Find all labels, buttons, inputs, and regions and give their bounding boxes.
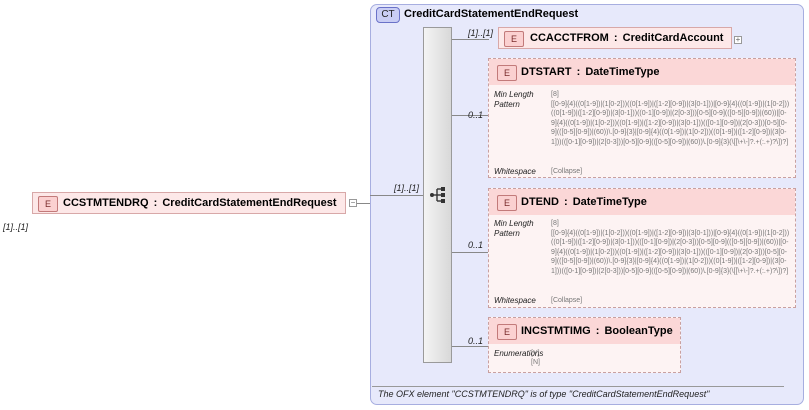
footer-divider	[372, 386, 784, 387]
dtstart-separator: :	[576, 66, 581, 78]
facet-value: [8]	[551, 91, 559, 98]
facet-label: Min Length	[494, 90, 534, 99]
facet-value: [N]	[531, 359, 540, 366]
facet-label: Pattern	[494, 229, 520, 238]
dtend-name: DTEND	[521, 196, 559, 208]
dtend-element-box[interactable]: E DTEND : DateTimeType Min Length [8] Pa…	[488, 188, 796, 308]
connector-line	[370, 195, 423, 196]
type-description: The OFX element "CCSTMTENDRQ" is of type…	[378, 389, 710, 399]
ccacctfrom-title: CCACCTFROM : CreditCardAccount	[530, 31, 723, 45]
facet-label: Enumerations	[494, 349, 544, 358]
ccacctfrom-element-box[interactable]: E CCACCTFROM : CreditCardAccount	[498, 27, 732, 49]
complex-type-badge: CT	[376, 7, 400, 23]
connector-line	[452, 346, 488, 347]
dtstart-type: DateTimeType	[585, 66, 660, 78]
facet-value: [8]	[551, 220, 559, 227]
dtstart-header	[489, 59, 795, 85]
incstmtimg-badge: E	[497, 324, 517, 340]
incstmtimg-type: BooleanType	[604, 325, 673, 337]
dtstart-name: DTSTART	[521, 66, 572, 78]
complex-type-name: CreditCardStatementEndRequest	[404, 8, 579, 20]
dtend-occurrence: 0..1	[468, 240, 484, 250]
facet-label: Pattern	[494, 100, 520, 109]
facet-value: [Collapse]	[551, 168, 583, 175]
incstmtimg-name: INCSTMTIMG	[521, 325, 591, 337]
ccacctfrom-separator: :	[613, 32, 618, 44]
connector-line	[452, 39, 489, 40]
dtstart-title: DTSTART : DateTimeType	[521, 65, 660, 79]
facet-label: Min Length	[494, 219, 534, 228]
incstmtimg-occurrence: 0..1	[468, 336, 484, 346]
root-element-type: CreditCardStatementEndRequest	[162, 197, 337, 209]
root-occurrence: [1]..[1]	[3, 222, 29, 232]
ccacctfrom-occurrence: [1]..[1]	[468, 28, 494, 38]
dtstart-badge: E	[497, 65, 517, 81]
facet-value: [Y]	[531, 350, 540, 357]
ccacctfrom-name: CCACCTFROM	[530, 32, 609, 44]
incstmtimg-header	[489, 318, 680, 344]
facet-value: [[0-9]{4}((0[1-9])|(1[0-2]))((0[1-9])|([…	[551, 101, 790, 146]
incstmtimg-title: INCSTMTIMG : BooleanType	[521, 324, 673, 338]
expand-plus-icon[interactable]: +	[734, 35, 742, 44]
facet-label: Whitespace	[494, 296, 536, 305]
ccacctfrom-type: CreditCardAccount	[622, 32, 724, 44]
dtend-type: DateTimeType	[572, 196, 647, 208]
sequence-compositor-icon	[430, 187, 445, 203]
root-element-name: CCSTMTENDRQ	[63, 197, 149, 209]
facet-value: [[0-9]{4}((0[1-9])|(1[0-2]))((0[1-9])|([…	[551, 230, 790, 275]
root-element-badge: E	[38, 196, 58, 212]
incstmtimg-separator: :	[595, 325, 600, 337]
connector-line	[357, 203, 370, 204]
dtstart-element-box[interactable]: E DTSTART : DateTimeType Min Length [8] …	[488, 58, 796, 178]
dtend-separator: :	[563, 196, 568, 208]
dtend-badge: E	[497, 195, 517, 211]
ccacctfrom-badge: E	[504, 31, 524, 47]
sequence-occurrence: [1]..[1]	[394, 183, 420, 193]
connector-line	[452, 252, 488, 253]
dtend-header	[489, 189, 795, 215]
root-element-title: CCSTMTENDRQ : CreditCardStatementEndRequ…	[63, 196, 337, 210]
dtend-title: DTEND : DateTimeType	[521, 195, 647, 209]
dtstart-occurrence: 0..1	[468, 110, 484, 120]
root-element-box[interactable]: E CCSTMTENDRQ : CreditCardStatementEndRe…	[32, 192, 346, 214]
root-separator: :	[153, 197, 158, 209]
collapse-minus-icon[interactable]: −	[349, 198, 357, 207]
facet-value: [Collapse]	[551, 297, 583, 304]
incstmtimg-element-box[interactable]: E INCSTMTIMG : BooleanType Enumerations …	[488, 317, 681, 373]
facet-label: Whitespace	[494, 167, 536, 176]
connector-line	[452, 115, 488, 116]
